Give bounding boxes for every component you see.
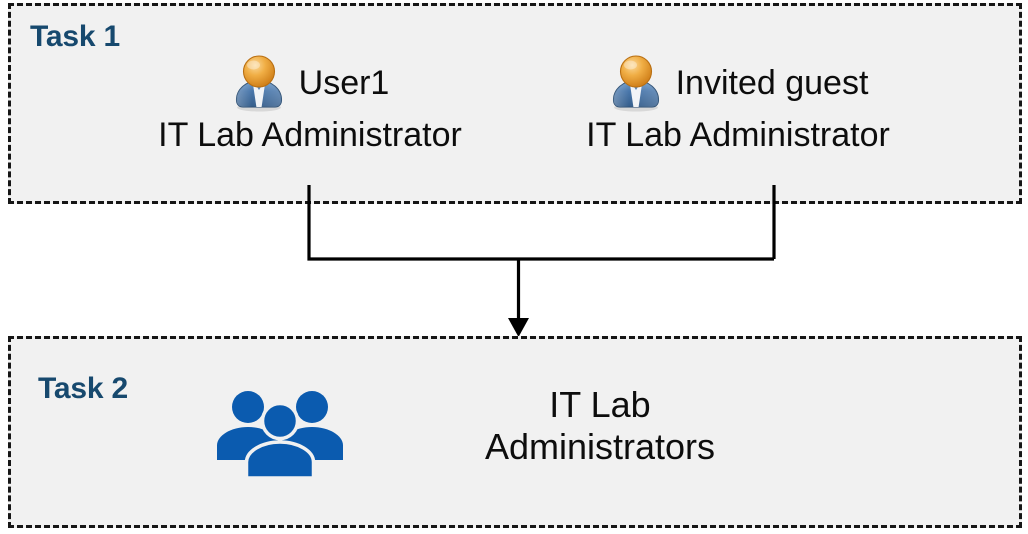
person-icon-and-name-row: User1 [130,52,490,114]
person-icon-and-name-row: Invited guest [538,52,938,114]
task-1-heading: Task 1 [30,20,120,53]
person-name: User1 [298,64,390,102]
person-role: IT Lab Administrator [586,116,890,154]
person-name: Invited guest [675,64,869,102]
user-icon [612,55,659,112]
person-role: IT Lab Administrator [158,116,462,154]
group-icon-wrapper [212,388,348,480]
person-entry-invited-guest: Invited guest IT Lab Administrator [538,52,938,152]
group-name-line-2: Administrators [484,426,716,468]
group-of-people-icon [217,391,343,480]
person-entry-user1: User1 IT Lab Administrator [130,52,490,152]
group-name: IT Lab Administrators [400,384,800,469]
user-icon [235,55,282,112]
task-2-heading: Task 2 [38,372,128,405]
task-2-box [8,336,1022,528]
group-name-line-1: IT Lab [549,384,651,425]
down-arrow-icon [508,318,529,337]
task-1-box [8,3,1022,204]
